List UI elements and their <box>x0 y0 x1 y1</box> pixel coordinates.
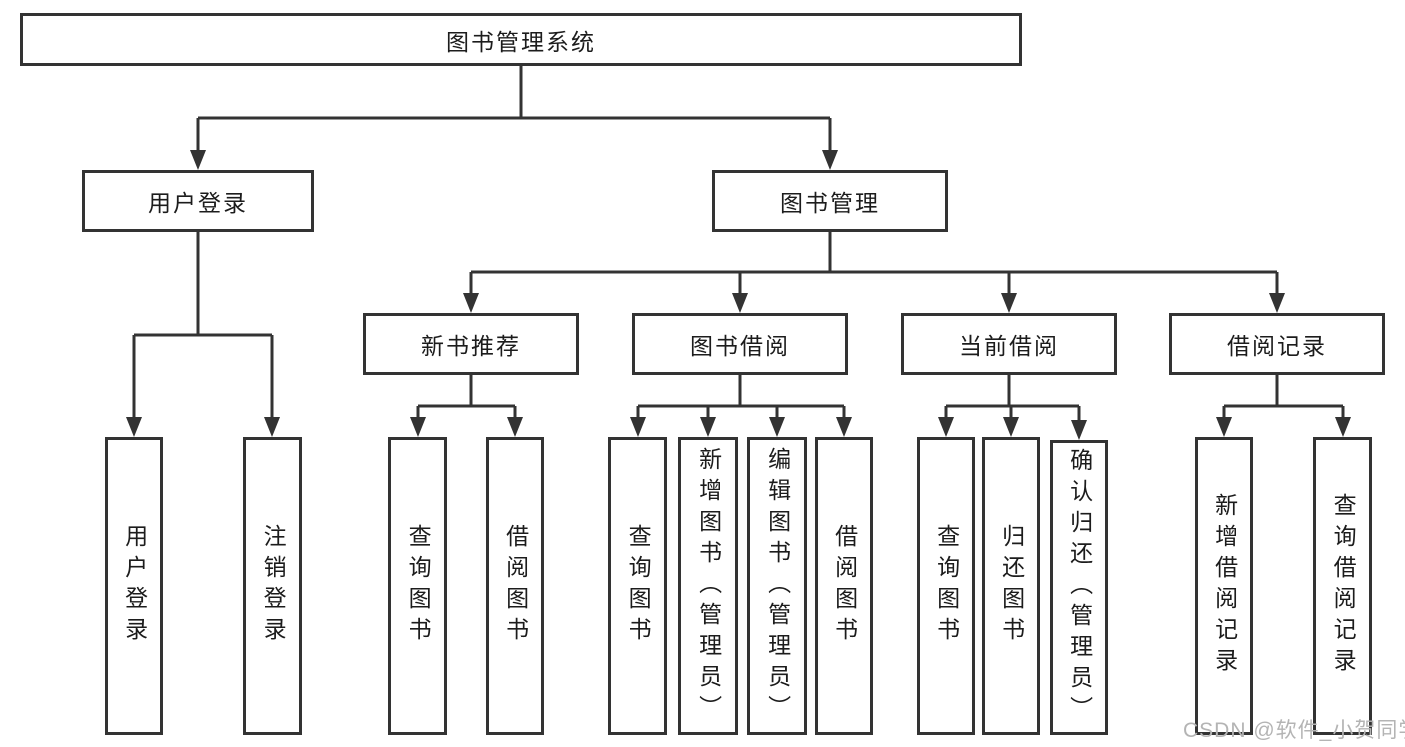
leaf-return-book-label: 归还图书 <box>998 524 1025 648</box>
leaf-user-login: 用户登录 <box>105 437 163 735</box>
leaf-add-book-admin: 新增图书（管理员） <box>678 437 738 735</box>
leaf-add-borrow-record: 新增借阅记录 <box>1195 437 1253 735</box>
leaf-query-borrow-record: 查询借阅记录 <box>1313 437 1372 735</box>
leaf-add-borrow-record-label: 新增借阅记录 <box>1211 493 1238 679</box>
node-user-login: 用户登录 <box>82 170 314 232</box>
leaf-query-books-2-label: 查询图书 <box>625 524 652 648</box>
node-root-label: 图书管理系统 <box>446 28 596 55</box>
leaf-borrow-books-1: 借阅图书 <box>486 437 544 735</box>
leaf-query-borrow-record-label: 查询借阅记录 <box>1330 493 1357 679</box>
node-root: 图书管理系统 <box>20 13 1022 66</box>
csdn-watermark: CSDN @软件_小贺同学 <box>1183 719 1405 742</box>
leaf-query-books-2: 查询图书 <box>608 437 667 735</box>
node-new-book-recommend: 新书推荐 <box>363 313 579 375</box>
node-book-borrow-label: 图书借阅 <box>690 333 790 359</box>
leaf-borrow-books-1-label: 借阅图书 <box>502 524 529 648</box>
leaf-edit-book-admin-label: 编辑图书（管理员） <box>764 446 791 726</box>
node-borrow-records: 借阅记录 <box>1169 313 1385 375</box>
leaf-borrow-books-2-label: 借阅图书 <box>831 524 858 648</box>
leaf-logout-label: 注销登录 <box>260 524 287 648</box>
leaf-query-books-1: 查询图书 <box>388 437 447 735</box>
leaf-edit-book-admin: 编辑图书（管理员） <box>747 437 807 735</box>
node-current-borrow: 当前借阅 <box>901 313 1117 375</box>
leaf-confirm-return-admin-label: 确认归还（管理员） <box>1066 448 1093 727</box>
node-book-management: 图书管理 <box>712 170 948 232</box>
node-book-management-label: 图书管理 <box>780 190 880 216</box>
node-borrow-records-label: 借阅记录 <box>1227 333 1327 359</box>
leaf-return-book: 归还图书 <box>982 437 1040 735</box>
leaf-query-books-1-label: 查询图书 <box>405 524 432 648</box>
node-new-book-recommend-label: 新书推荐 <box>421 333 521 359</box>
node-user-login-label: 用户登录 <box>148 190 248 216</box>
node-book-borrow: 图书借阅 <box>632 313 848 375</box>
node-current-borrow-label: 当前借阅 <box>959 333 1059 359</box>
leaf-confirm-return-admin: 确认归还（管理员） <box>1050 440 1108 735</box>
leaf-logout: 注销登录 <box>243 437 302 735</box>
leaf-query-books-3: 查询图书 <box>917 437 975 735</box>
leaf-add-book-admin-label: 新增图书（管理员） <box>695 446 722 726</box>
arrowhead-icons <box>126 150 1351 440</box>
leaf-user-login-label: 用户登录 <box>121 524 148 648</box>
leaf-borrow-books-2: 借阅图书 <box>815 437 873 735</box>
leaf-query-books-3-label: 查询图书 <box>933 524 960 648</box>
